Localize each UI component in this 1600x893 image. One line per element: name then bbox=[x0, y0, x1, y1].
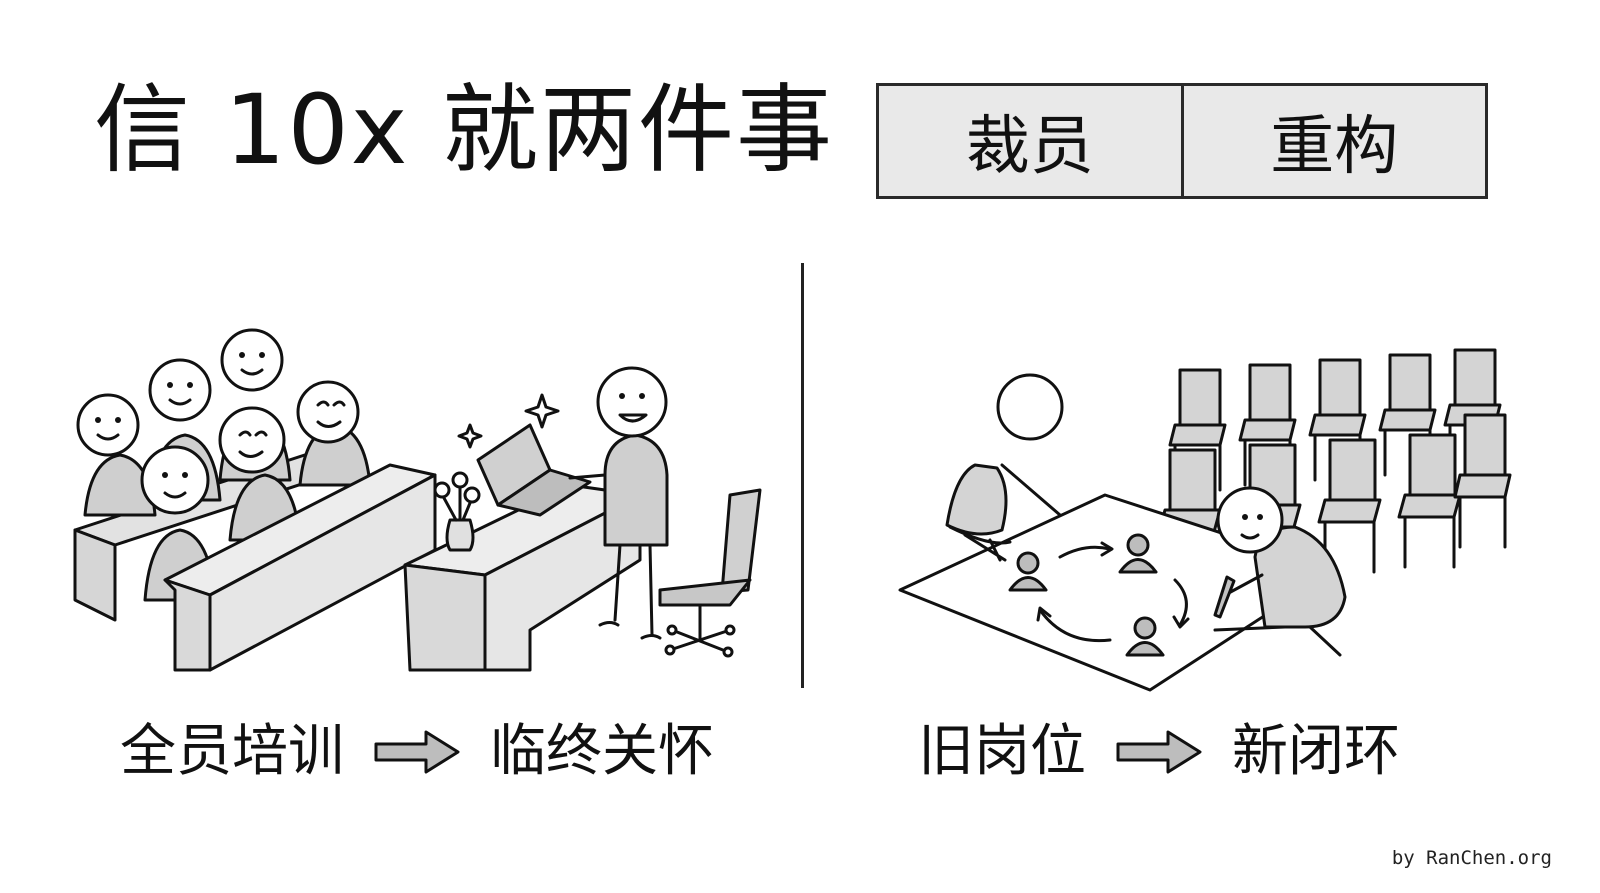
tag-restructure: 重构 bbox=[1180, 86, 1486, 196]
page-title: 信 10x 就两件事 bbox=[94, 74, 834, 186]
left-caption-to: 临终关怀 bbox=[490, 719, 714, 784]
tag-layoff: 裁员 bbox=[965, 110, 1094, 184]
section-divider bbox=[801, 263, 804, 688]
left-caption-from: 全员培训 bbox=[120, 719, 344, 784]
tag-box: 裁员 重构 bbox=[876, 83, 1488, 199]
right-arrow-icon bbox=[1116, 730, 1202, 774]
right-caption-to: 新闭环 bbox=[1232, 719, 1400, 784]
right-caption-from: 旧岗位 bbox=[918, 719, 1086, 784]
redesign-illustration bbox=[898, 348, 1512, 692]
credit-text: by RanChen.org bbox=[1391, 847, 1552, 869]
left-caption: 全员培训 临终关怀 bbox=[120, 724, 714, 780]
right-caption: 旧岗位 新闭环 bbox=[918, 724, 1400, 780]
training-room-illustration bbox=[73, 328, 762, 672]
right-arrow-icon bbox=[374, 730, 460, 774]
